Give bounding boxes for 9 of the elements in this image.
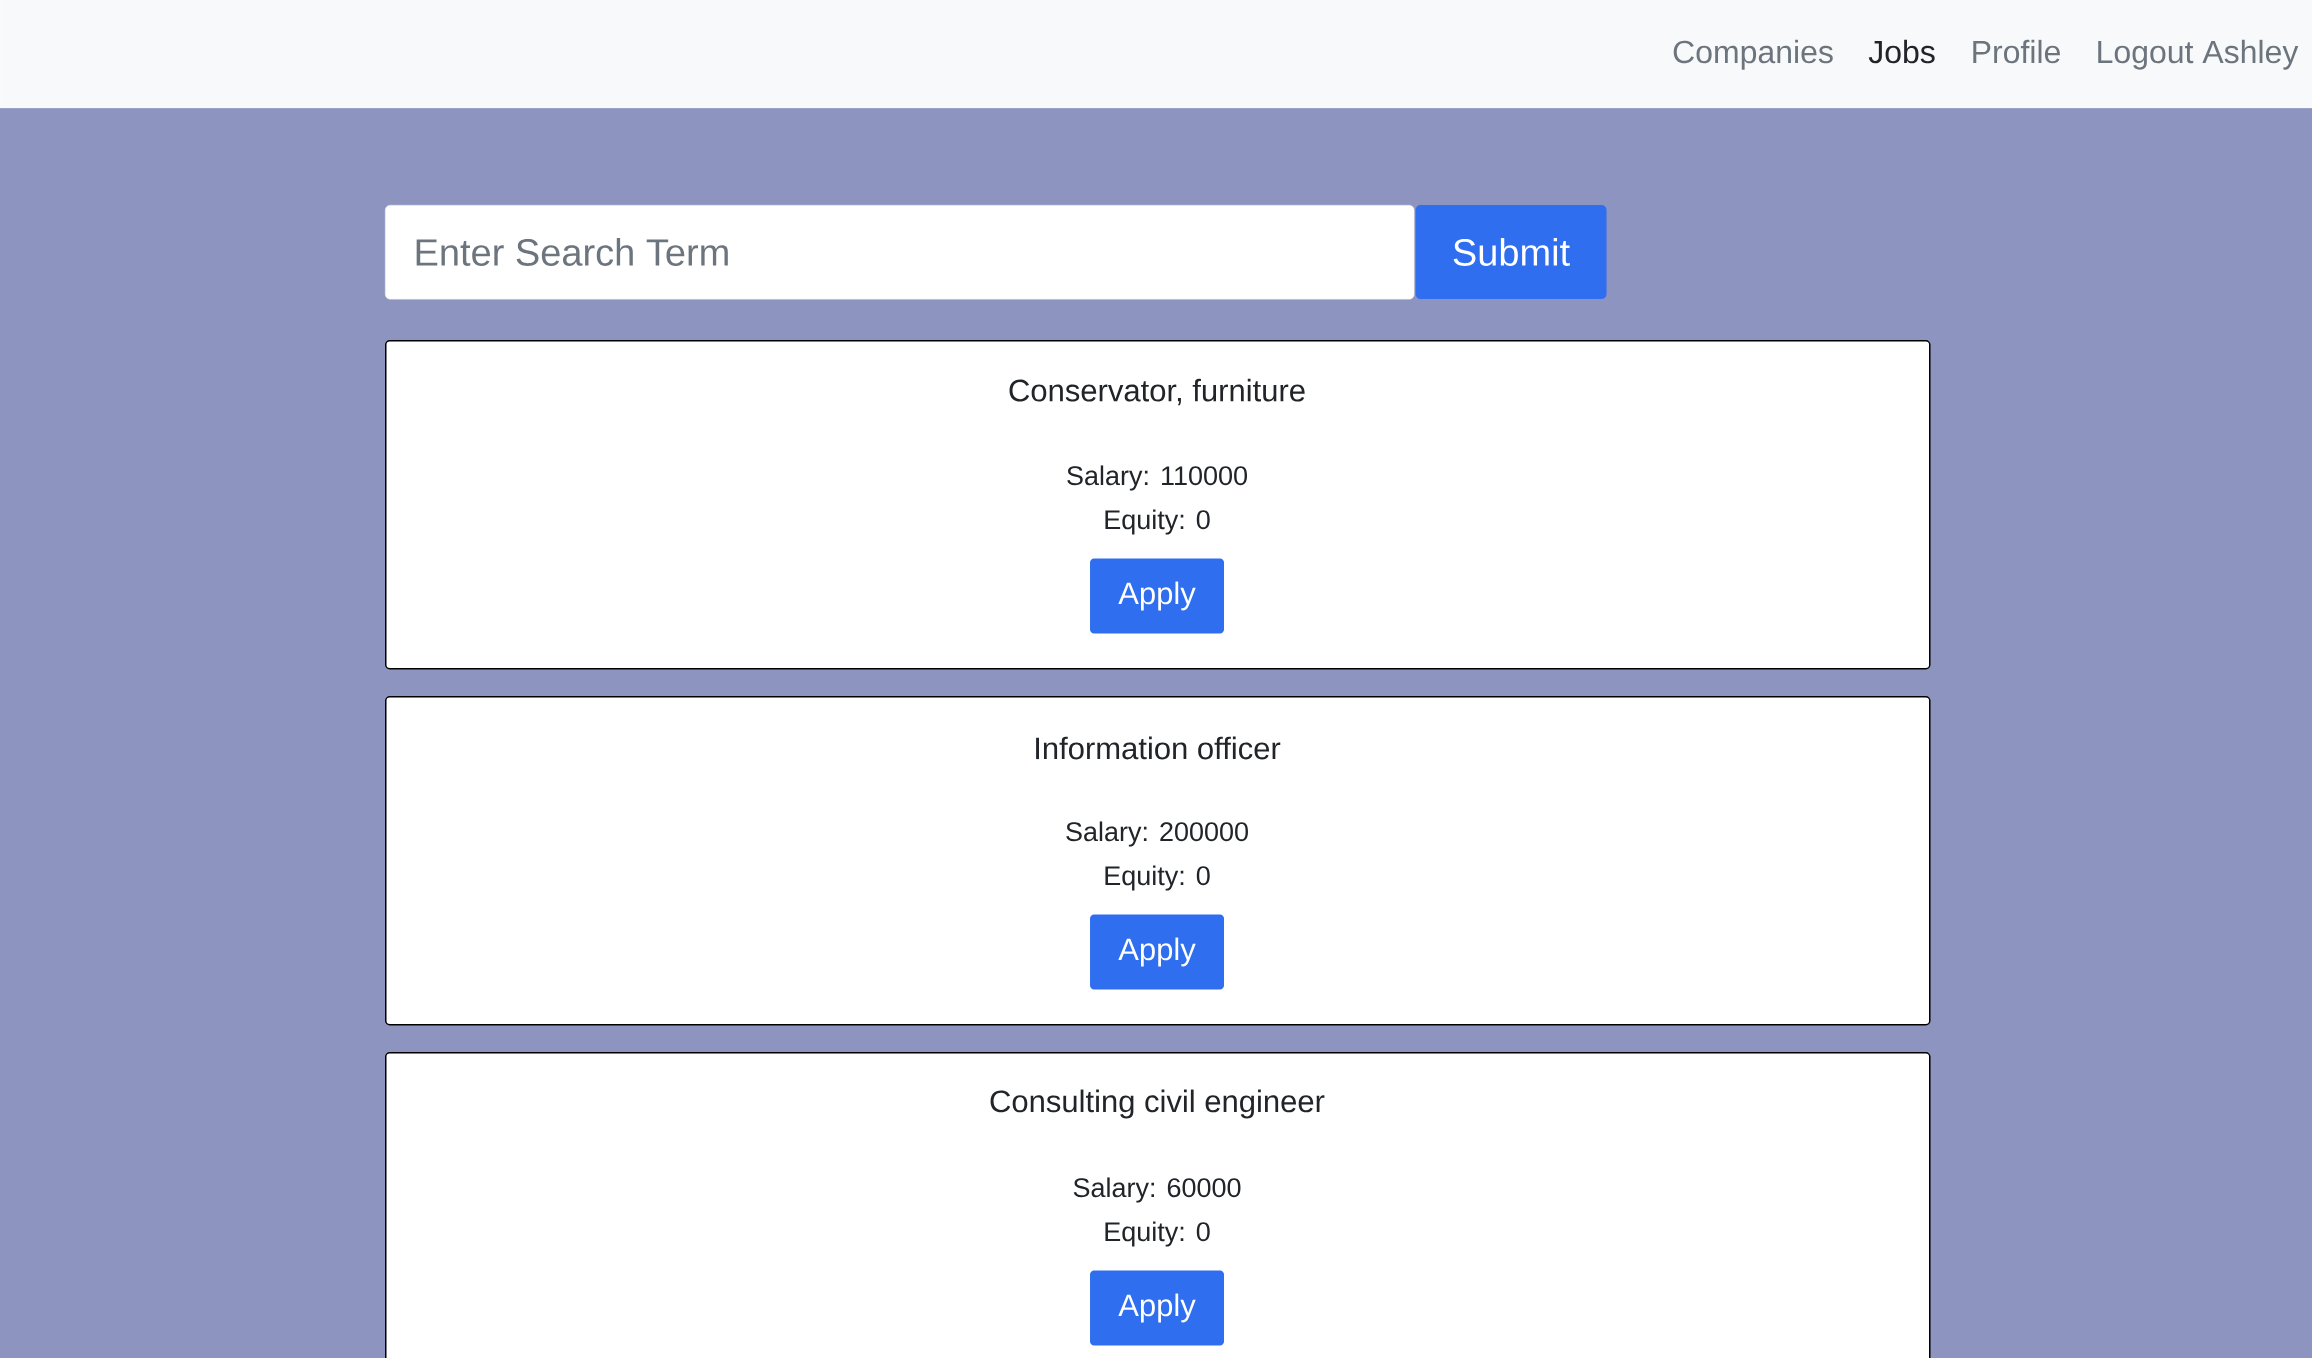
nav-link: Companies bbox=[1673, 39, 1833, 70]
nav-link: Jobs bbox=[1868, 39, 1935, 64]
apply-button: Apply bbox=[1090, 914, 1224, 990]
apply-button: Apply bbox=[1090, 558, 1224, 634]
submit-button: Submit bbox=[1415, 205, 1607, 299]
apply-button: Apply bbox=[1090, 1270, 1224, 1346]
search-field: Enter Search Term bbox=[385, 205, 1415, 300]
nav-link: Logout Ashley bbox=[2098, 39, 2299, 70]
nav-link: Profile bbox=[1973, 39, 2060, 64]
